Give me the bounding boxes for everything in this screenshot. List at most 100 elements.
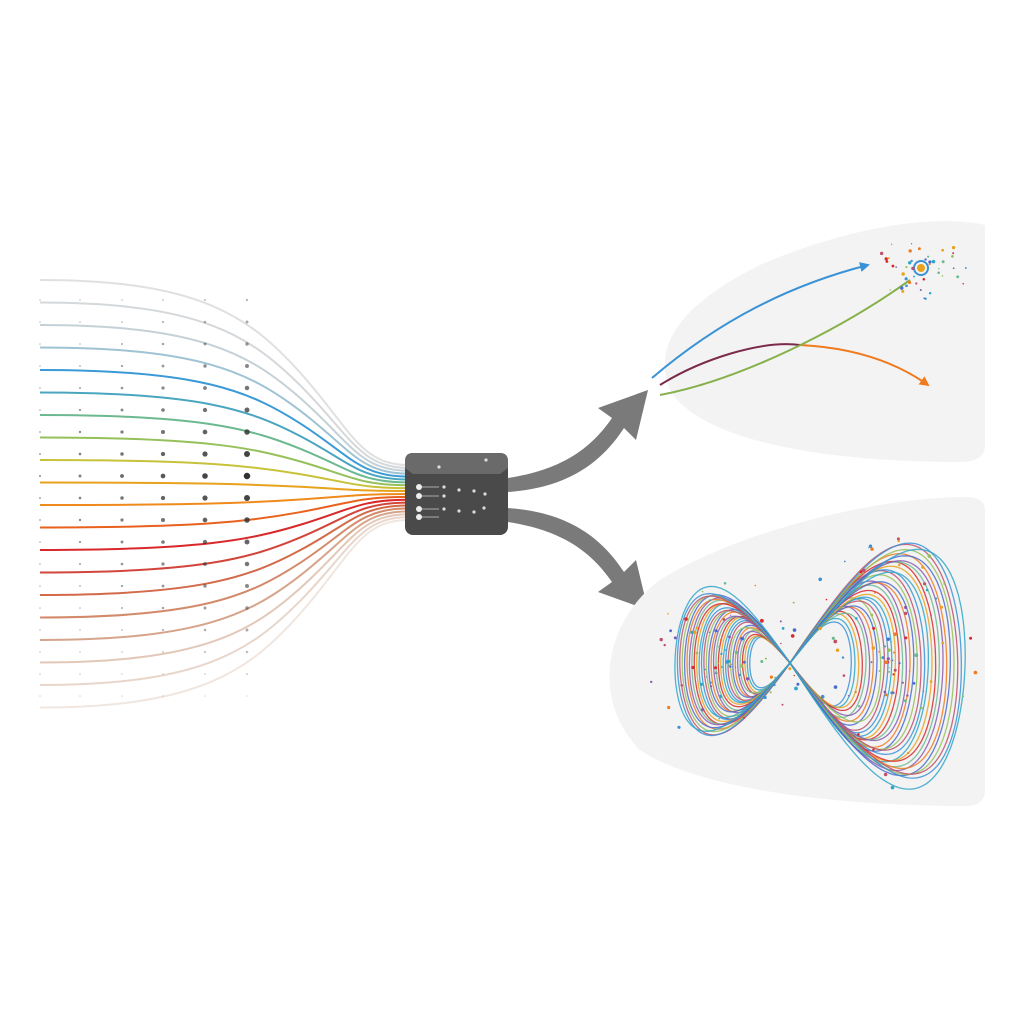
grid-dot [160, 451, 166, 457]
cluster-dot [908, 261, 912, 265]
cluster-dot [962, 282, 965, 285]
attractor-scatter-dot [710, 685, 713, 688]
trajectory-panel-background [664, 221, 985, 462]
attractor-scatter-dot [739, 664, 744, 668]
cluster-dot [910, 259, 913, 263]
attractor-scatter-dot [833, 685, 838, 689]
trajectory-panel [651, 221, 985, 462]
attractor-scatter-dot [862, 568, 866, 573]
attractor-scatter-dot [717, 684, 720, 687]
grid-dot [162, 695, 164, 697]
grid-dot [203, 650, 207, 654]
trajectory-curve [799, 344, 930, 387]
attractor-scatter-dot [855, 617, 858, 620]
grid-dot [245, 584, 249, 588]
grid-dot [120, 430, 124, 434]
box-indicator-dot [472, 489, 476, 493]
attractor-scatter-dot [673, 636, 677, 640]
grid-dot [121, 673, 123, 675]
grid-dot [245, 606, 249, 610]
attractor-scatter-dot [714, 666, 717, 670]
attractor-scatter-dot [718, 694, 723, 699]
grid-dot [120, 562, 124, 566]
grid-dot [246, 695, 248, 697]
grid-dot [78, 496, 82, 500]
attractor-scatter-dot [793, 674, 795, 677]
attractor-scatter-dot [921, 565, 925, 569]
box-indicator-dot [484, 458, 488, 462]
attractor-scatter-dot [878, 651, 880, 653]
grid-dot [78, 408, 82, 412]
attractor-scatter-dot [884, 660, 888, 665]
grid-dot [39, 343, 41, 345]
grid-dot [202, 473, 208, 479]
signal-line [39, 391, 409, 481]
grid-dot [203, 342, 207, 346]
cluster-dot [884, 257, 888, 261]
grid-dot [203, 386, 207, 390]
attractor-scatter-dot [872, 748, 875, 751]
attractor-scatter-dot [934, 597, 938, 600]
cluster-dot [952, 252, 955, 255]
attractor-scatter-dot [769, 691, 772, 694]
grid-dot [204, 695, 206, 697]
attractor-scatter-dot [870, 613, 874, 617]
grid-dot [202, 429, 208, 435]
attractor-scatter-dot [969, 636, 973, 640]
grid-dot [79, 585, 81, 587]
attractor-scatter-dot [858, 705, 861, 708]
cluster-dot [951, 246, 956, 250]
attractor-scatter-dot [868, 547, 870, 549]
attractor-scatter-dot [893, 632, 897, 636]
attractor-scatter-dot [835, 648, 840, 652]
grid-dot [244, 495, 250, 501]
grid-dot [245, 628, 249, 632]
cluster-dot [938, 268, 940, 270]
attractor-scatter-dot [844, 560, 846, 563]
attractor-scatter-dot [872, 626, 876, 630]
cluster-dot [905, 284, 908, 288]
grid-dot [161, 386, 165, 390]
attractor-scatter-dot [886, 637, 890, 641]
attractor-scatter-dot [907, 751, 910, 754]
signal-line [39, 519, 409, 709]
attractor-scatter-dot [705, 676, 708, 678]
signal-line [39, 301, 409, 469]
grid-dot [39, 651, 41, 653]
signal-line [39, 513, 409, 664]
attractor-scatter-dot [922, 690, 925, 693]
grid-dot [79, 695, 81, 697]
grid-dot [120, 584, 124, 588]
grid-dot [78, 540, 82, 544]
attractor-scatter-dot [774, 676, 776, 679]
grid-dot [202, 539, 208, 545]
grid-dot [245, 364, 249, 368]
attractor-scatter-dot [903, 611, 908, 616]
grid-dot [161, 408, 165, 412]
box-indicator-dot [442, 494, 446, 498]
attractor-scatter-dot [728, 635, 731, 639]
attractor-scatter-dot [659, 637, 663, 642]
grid-dot [120, 540, 124, 544]
grid-dot [39, 541, 41, 543]
attractor-scatter-dot [792, 628, 797, 632]
grid-dot [79, 387, 81, 389]
attractor-scatter-dot [841, 656, 845, 659]
grid-dot [244, 517, 250, 523]
grid-dot [79, 673, 81, 675]
grid-dot [79, 343, 81, 345]
grid-dot [202, 495, 208, 501]
attractor-scatter-dot [790, 634, 795, 638]
attractor-scatter-dot [859, 570, 863, 574]
grid-dot [120, 474, 124, 478]
attractor-scatter-dot [650, 680, 653, 684]
cluster-dot [915, 282, 918, 285]
attractor-scatter-dot [818, 577, 822, 582]
grid-dot [120, 364, 124, 368]
grid-dot [39, 673, 41, 675]
attractor-scatter-dot [973, 670, 978, 675]
grid-dot [39, 365, 41, 367]
attractor-scatter-dot [788, 667, 792, 671]
attractor-scatter-dot [898, 662, 901, 665]
grid-dot [161, 606, 165, 610]
